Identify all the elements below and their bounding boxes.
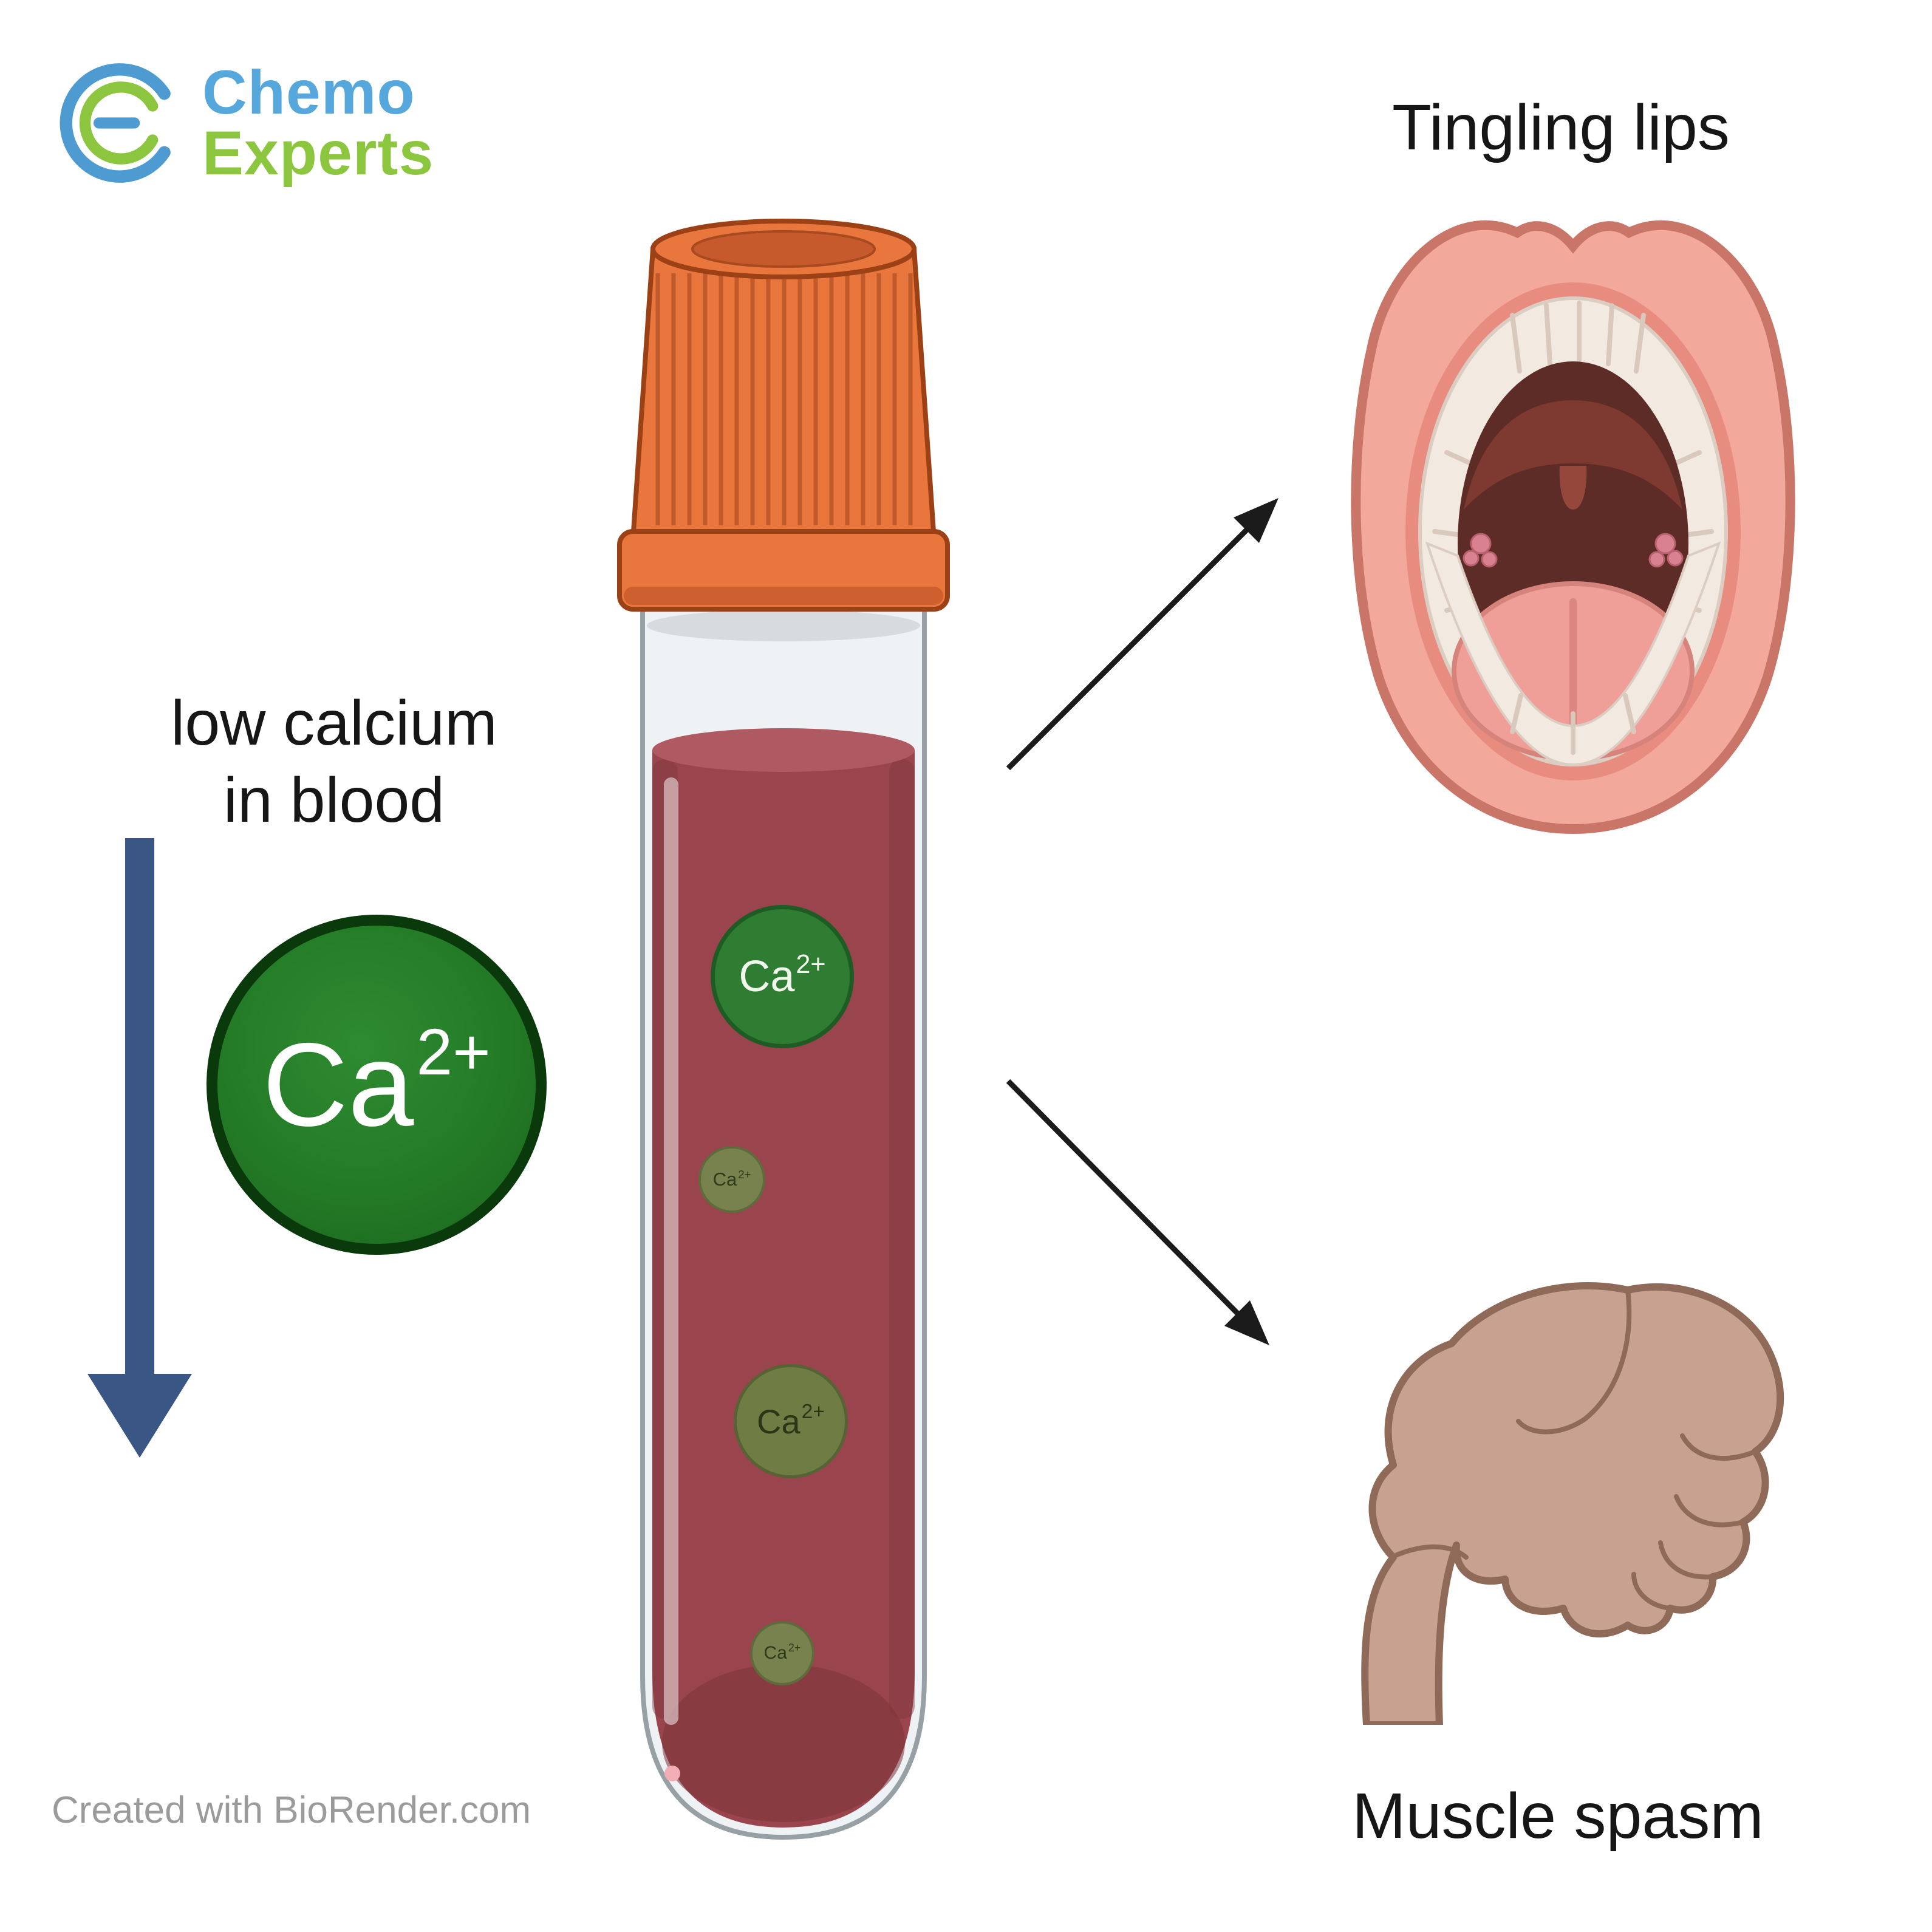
glass-highlight [664,777,678,1725]
tube-blood [652,728,915,1828]
ion-symbol: Ca [739,952,795,1001]
ion-symbol: Ca [757,1402,800,1441]
caption-line-1: low calcium [171,688,497,759]
mouth-illustration [1351,220,1795,835]
tube-cap [617,219,950,612]
blood-tube-illustration [617,219,950,1840]
ion-charge: 2+ [788,1642,801,1654]
logo-text-chemo: Chemo [202,57,415,127]
tonsils [1463,533,1684,568]
hand-outline [1361,1282,1784,1725]
ion-charge: 2+ [738,1167,751,1181]
chemoexperts-logo-icon [60,63,171,183]
biorender-credit: Created with BioRender.com [52,1789,531,1831]
low-calcium-caption: low calcium in blood [109,685,559,839]
uvula [1559,466,1587,510]
ion-symbol: Ca [763,1643,787,1663]
soft-palate [1464,400,1682,510]
hand-creases [1394,1288,1758,1611]
tingling-lips-label: Tingling lips [1392,92,1730,163]
ion-charge: 2+ [801,1400,825,1423]
ion-charge: 2+ [796,950,826,980]
muscle-spasm-label: Muscle spasm [1352,1780,1764,1852]
logo-text-experts: Experts [202,118,434,188]
logo-wordmark: Chemo Experts [202,57,434,188]
ion-symbol: Ca [262,1019,414,1151]
down-arrow-icon [87,838,192,1458]
hand-illustration [1361,1282,1784,1725]
ion-symbol: Ca [712,1169,737,1190]
caption-line-2: in blood [223,765,445,836]
arrow-to-hand-icon [1006,1079,1269,1345]
arrow-to-mouth-icon [1006,498,1278,771]
chemoexperts-logo: Chemo Experts [55,58,434,188]
ion-charge: 2+ [416,1015,491,1089]
lower-teeth [1425,541,1721,766]
